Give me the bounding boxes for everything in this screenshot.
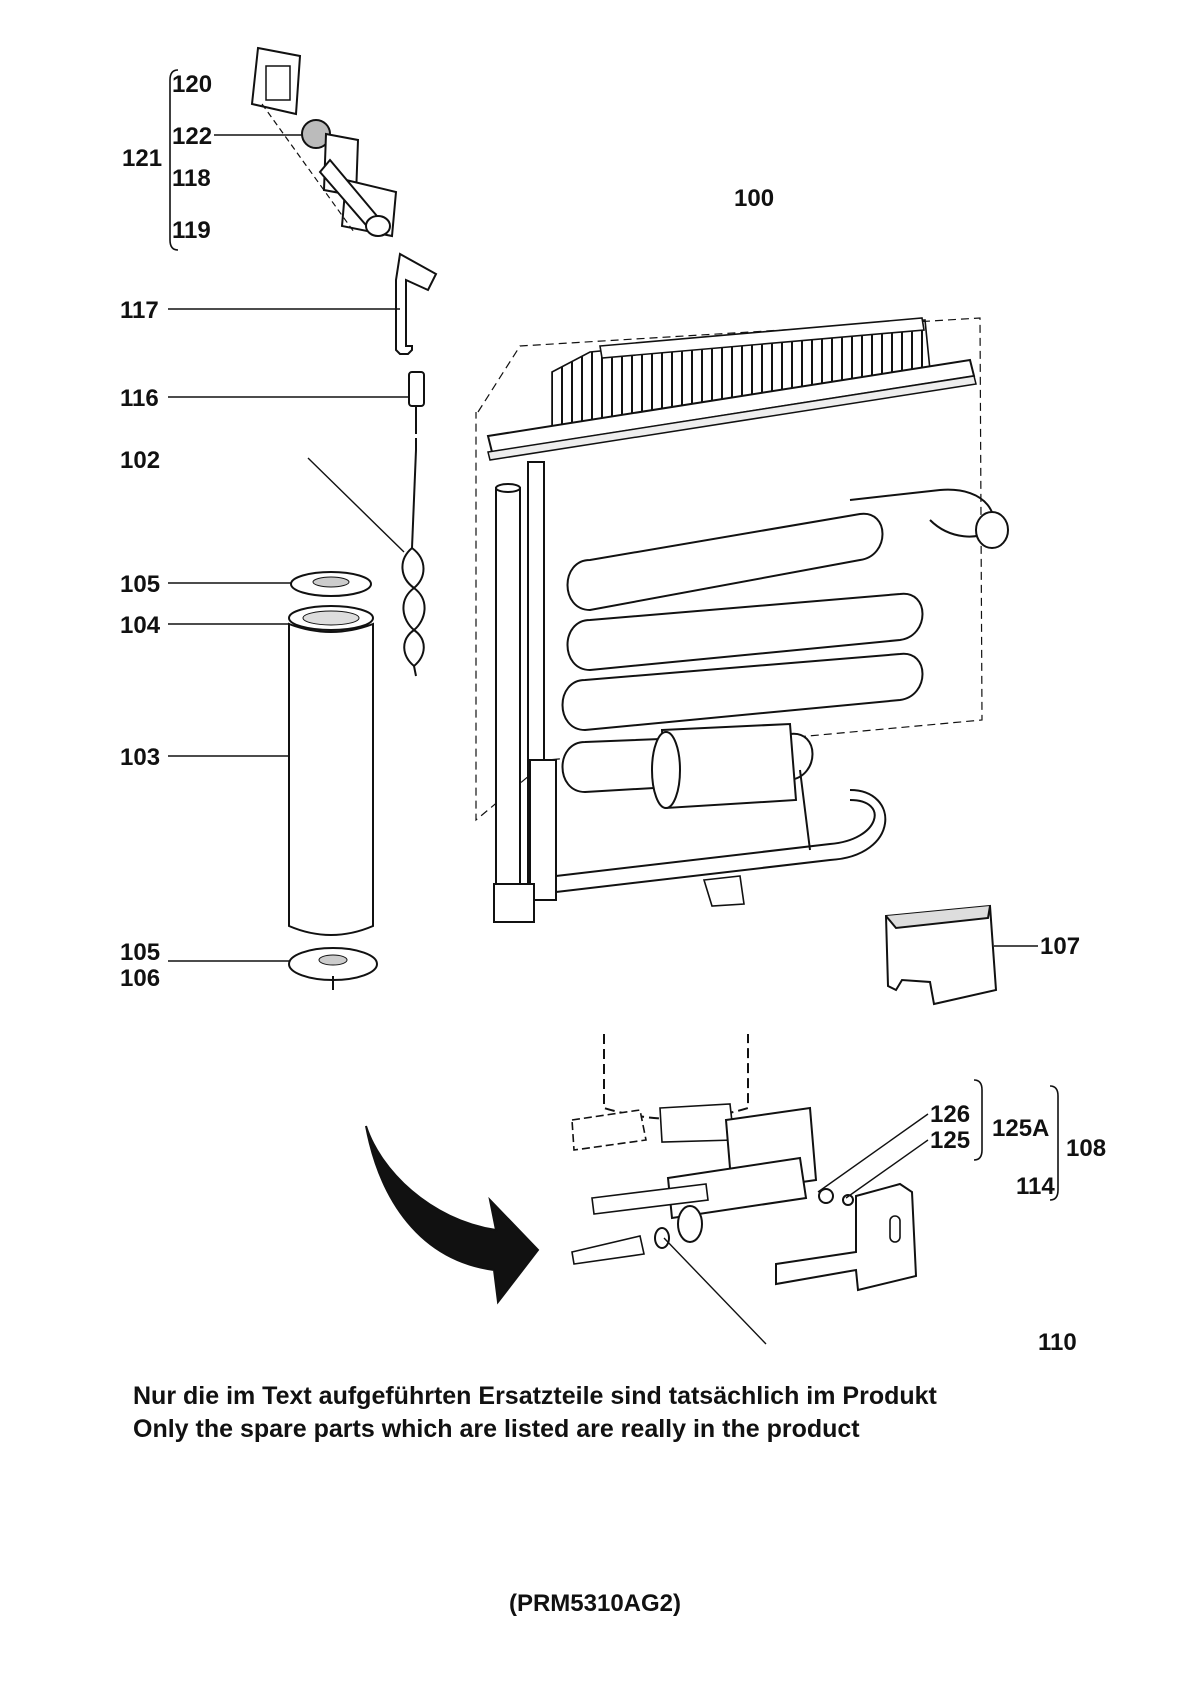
label-100: 100 (734, 185, 774, 212)
label-119: 119 (172, 217, 211, 244)
label-114: 114 (1016, 1173, 1055, 1200)
label-110: 110 (1038, 1329, 1077, 1356)
note-english: Only the spare parts which are listed ar… (133, 1415, 860, 1443)
label-108: 108 (1066, 1135, 1106, 1162)
burner-detail-assembly (571, 1034, 918, 1292)
label-125A: 125A (992, 1115, 1049, 1142)
label-105-top: 105 (120, 571, 160, 598)
nozzle-116 (408, 371, 425, 407)
label-103: 103 (120, 744, 160, 771)
leader-lines (168, 134, 1038, 1345)
flue-cylinder (288, 622, 374, 936)
baffle-102 (401, 449, 426, 677)
label-104: 104 (120, 612, 161, 639)
document-id: (PRM5310AG2) (508, 1590, 682, 1617)
flue-tube-103 (288, 571, 378, 990)
detail-arrow-icon (365, 1125, 540, 1305)
label-122: 122 (172, 123, 212, 150)
label-117: 117 (120, 297, 159, 324)
label-126: 126 (930, 1101, 970, 1128)
cover-plate-120 (250, 46, 302, 116)
flue-cover-assembly (250, 46, 438, 450)
label-106: 106 (120, 965, 160, 992)
label-116: 116 (120, 385, 159, 412)
burner-tube-117 (395, 252, 438, 355)
label-102: 102 (120, 447, 160, 474)
part-labels: 120 122 121 118 119 100 117 116 102 105 … (120, 71, 1106, 1356)
cooling-unit-100 (475, 317, 1009, 923)
cover-107 (884, 904, 998, 1006)
label-125: 125 (930, 1127, 970, 1154)
label-107: 107 (1040, 933, 1080, 960)
note-german: Nur die im Text aufgeführten Ersatzteile… (133, 1382, 937, 1410)
label-118: 118 (172, 165, 211, 192)
label-105-bottom: 105 (120, 939, 160, 966)
label-brackets (169, 69, 1059, 1201)
label-121: 121 (122, 145, 162, 172)
label-120: 120 (172, 71, 212, 98)
